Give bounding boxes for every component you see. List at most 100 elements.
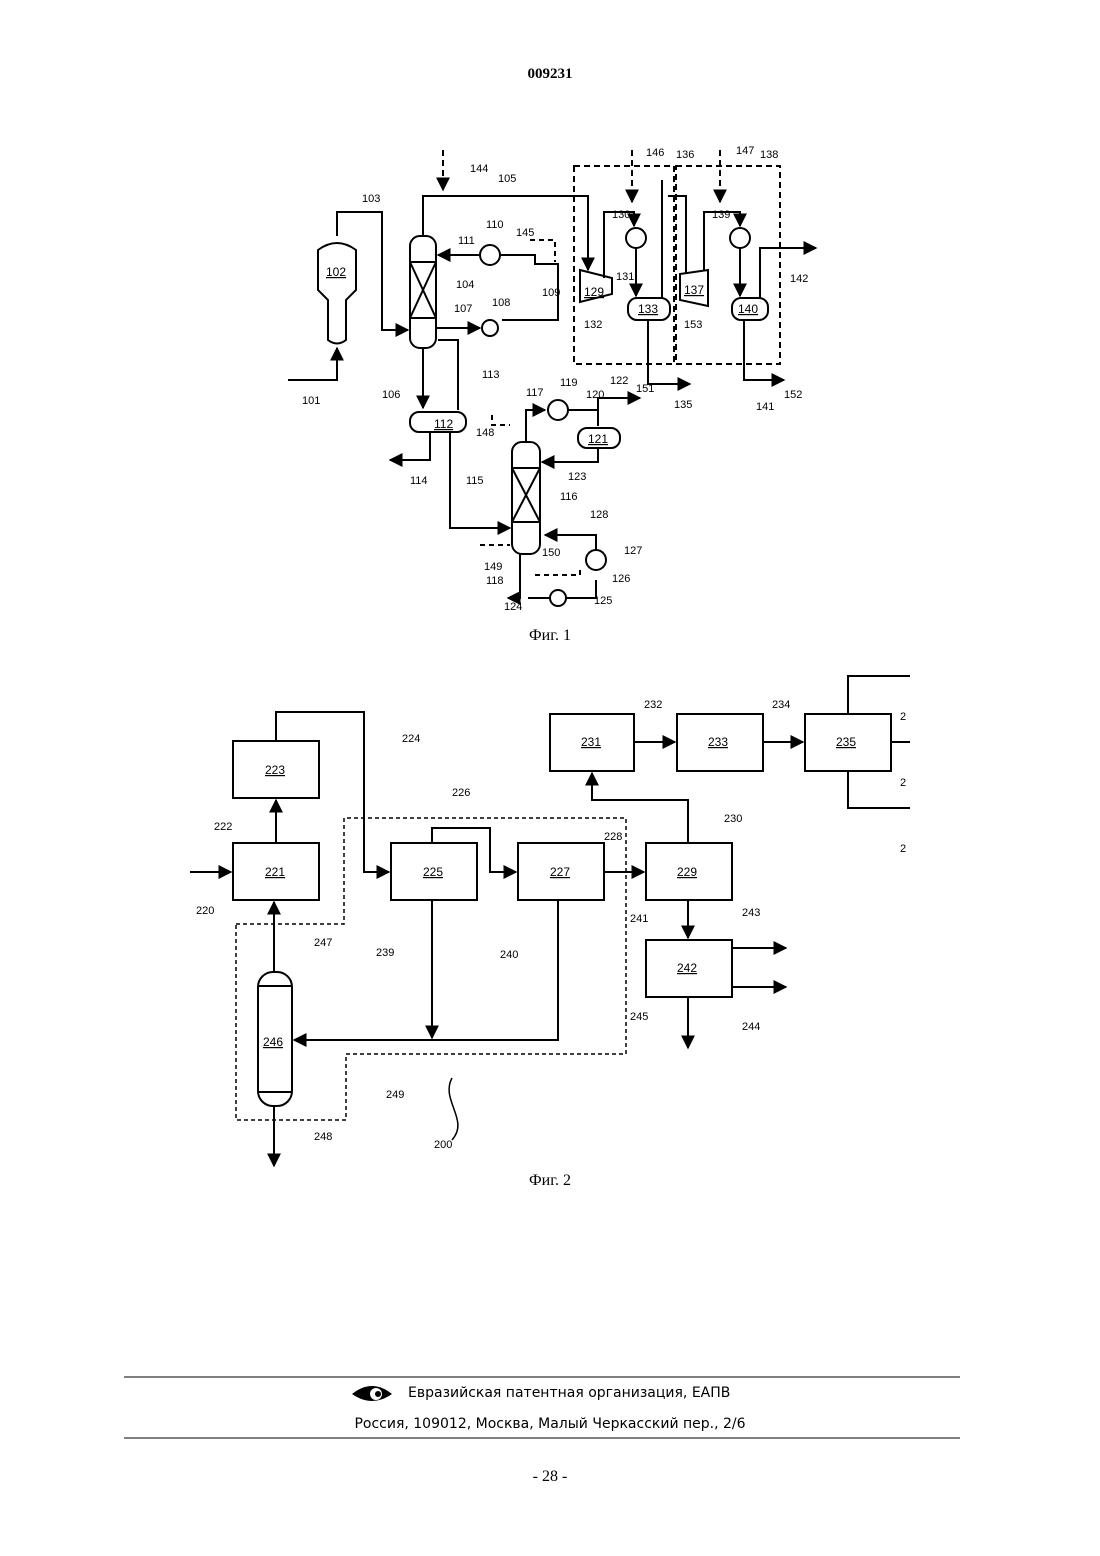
label-225: 225 bbox=[423, 865, 443, 879]
ref-136: 136 bbox=[676, 149, 694, 161]
ref-222: 222 bbox=[214, 821, 232, 833]
label-221: 221 bbox=[265, 865, 285, 879]
heat-exchanger-139 bbox=[730, 228, 750, 248]
line-123 bbox=[542, 448, 598, 462]
ref-239: 239 bbox=[376, 947, 394, 959]
ref-146: 146 bbox=[646, 147, 664, 159]
label-102: 102 bbox=[326, 265, 346, 279]
ref-243: 243 bbox=[742, 907, 760, 919]
ref-248: 248 bbox=[314, 1131, 332, 1143]
label-242: 242 bbox=[677, 961, 697, 975]
label-231: 231 bbox=[581, 735, 601, 749]
ref-127: 127 bbox=[624, 545, 642, 557]
ref-240: 240 bbox=[500, 949, 518, 961]
line-224 bbox=[276, 712, 389, 872]
figure-1-caption: Фиг. 1 bbox=[450, 627, 650, 645]
line-103 bbox=[337, 212, 408, 330]
figure-1-labels: 102 112 121 129 133 137 140 101 103 104 … bbox=[302, 145, 808, 613]
line-113 bbox=[438, 340, 458, 410]
figure-2-labels: 221 223 225 227 229 231 233 235 242 246 … bbox=[196, 699, 906, 1151]
ref-141: 141 bbox=[756, 401, 774, 413]
ref-109: 109 bbox=[542, 287, 560, 299]
ref-220: 220 bbox=[196, 905, 214, 917]
figure-1-process-diagram bbox=[288, 150, 816, 606]
label-133: 133 bbox=[638, 302, 658, 316]
pump-125 bbox=[550, 590, 566, 606]
ref-135: 135 bbox=[674, 399, 692, 411]
figure-2-block-diagram bbox=[190, 676, 910, 1166]
label-223: 223 bbox=[265, 763, 285, 777]
ref-103: 103 bbox=[362, 193, 380, 205]
ref-244: 244 bbox=[742, 1021, 760, 1033]
label-112: 112 bbox=[434, 417, 453, 431]
label-233: 233 bbox=[708, 735, 728, 749]
eapo-logo-icon bbox=[352, 1386, 392, 1401]
unit-152-enclosure bbox=[676, 166, 780, 364]
column-116 bbox=[512, 442, 540, 554]
label-129: 129 bbox=[584, 285, 604, 299]
ref-120: 120 bbox=[586, 389, 604, 401]
ref-cut-3: 2 bbox=[900, 843, 906, 855]
ref-126: 126 bbox=[612, 573, 630, 585]
label-227: 227 bbox=[550, 865, 570, 879]
footer-address: Россия, 109012, Москва, Малый Черкасский… bbox=[0, 1416, 1100, 1432]
ref-110: 110 bbox=[486, 219, 504, 231]
ref-118: 118 bbox=[486, 575, 504, 587]
ref-147: 147 bbox=[736, 145, 754, 157]
ref-104: 104 bbox=[456, 279, 474, 291]
ref-151: 151 bbox=[636, 383, 654, 395]
ref-cut-1: 2 bbox=[900, 711, 906, 723]
ref-230: 230 bbox=[724, 813, 742, 825]
footer-organization: Евразийская патентная организация, ЕАПВ bbox=[408, 1385, 730, 1401]
heat-exchanger-110 bbox=[480, 245, 500, 265]
ref-116: 116 bbox=[560, 491, 578, 503]
line-117 bbox=[526, 410, 545, 442]
line-114 bbox=[390, 432, 430, 460]
ref-106: 106 bbox=[382, 389, 400, 401]
ref-232: 232 bbox=[644, 699, 662, 711]
line-105 bbox=[423, 196, 588, 270]
ref-241: 241 bbox=[630, 913, 648, 925]
line-240 bbox=[294, 900, 558, 1040]
ref-200: 200 bbox=[434, 1139, 452, 1151]
ref-111: 111 bbox=[458, 235, 475, 247]
ref-249: 249 bbox=[386, 1089, 404, 1101]
ref-142: 142 bbox=[790, 273, 808, 285]
ref-123: 123 bbox=[568, 471, 586, 483]
page-number: - 28 - bbox=[0, 1468, 1100, 1486]
ref-139: 139 bbox=[712, 209, 730, 221]
label-246: 246 bbox=[263, 1035, 283, 1049]
line-141 bbox=[744, 320, 784, 380]
ref-228: 228 bbox=[604, 831, 622, 843]
ref-150: 150 bbox=[542, 547, 560, 559]
ref-107: 107 bbox=[454, 303, 472, 315]
ref-124: 124 bbox=[504, 601, 522, 613]
heat-exchanger-119 bbox=[548, 400, 568, 420]
ref-125: 125 bbox=[594, 595, 612, 607]
ref-224: 224 bbox=[402, 733, 420, 745]
label-235: 235 bbox=[836, 735, 856, 749]
ref-128: 128 bbox=[590, 509, 608, 521]
ref-148: 148 bbox=[476, 427, 494, 439]
heat-exchanger-130 bbox=[626, 228, 646, 248]
ref-144: 144 bbox=[470, 163, 488, 175]
ref-226: 226 bbox=[452, 787, 470, 799]
ref-119: 119 bbox=[560, 377, 578, 389]
label-121: 121 bbox=[588, 432, 608, 446]
ref-130: 130 bbox=[612, 209, 630, 221]
ref-114: 114 bbox=[410, 475, 428, 487]
ref-117: 117 bbox=[526, 387, 544, 399]
ref-234: 234 bbox=[772, 699, 790, 711]
figure-2-caption: Фиг. 2 bbox=[450, 1172, 650, 1190]
ref-149: 149 bbox=[484, 561, 502, 573]
ref-245: 245 bbox=[630, 1011, 648, 1023]
label-229: 229 bbox=[677, 865, 697, 879]
ref-105: 105 bbox=[498, 173, 516, 185]
heat-exchanger-127 bbox=[586, 550, 606, 570]
ref-145: 145 bbox=[516, 227, 534, 239]
ref-113: 113 bbox=[482, 369, 500, 381]
ref-101: 101 bbox=[302, 395, 320, 407]
ref-138: 138 bbox=[760, 149, 778, 161]
ref-247: 247 bbox=[314, 937, 332, 949]
ref-122: 122 bbox=[610, 375, 628, 387]
